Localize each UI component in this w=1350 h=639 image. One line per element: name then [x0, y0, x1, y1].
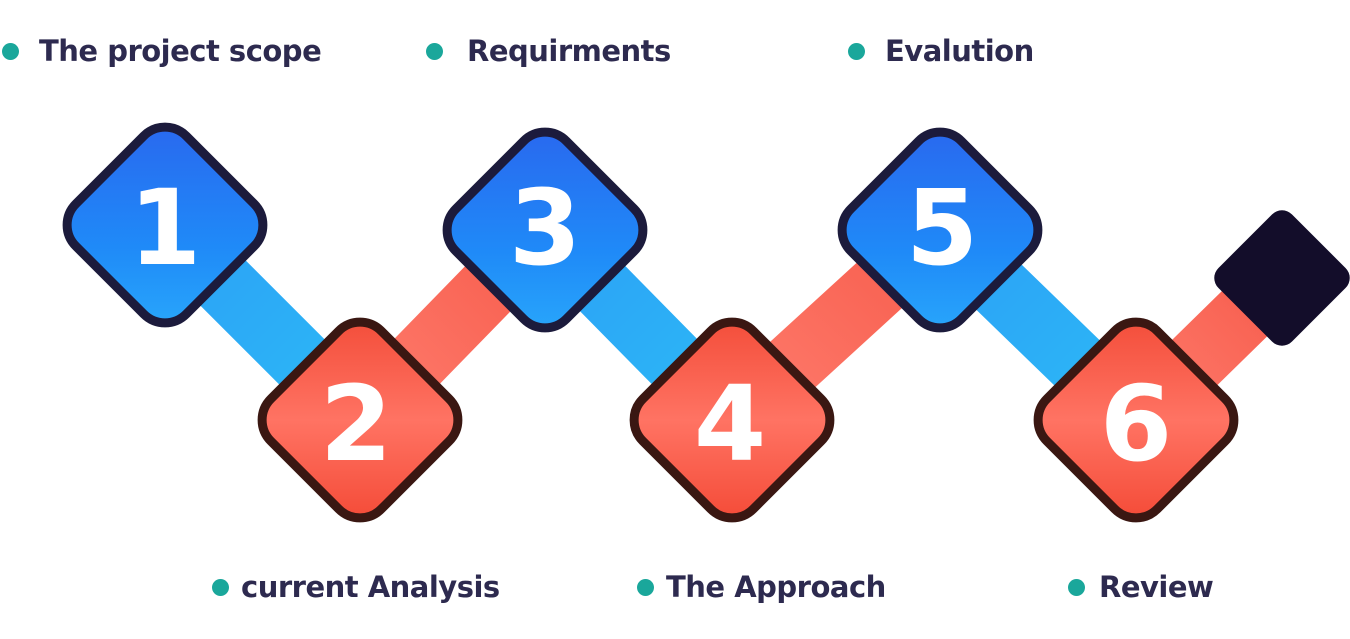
step-label-text: The project scope [39, 34, 322, 68]
step-number-4: 4 [694, 363, 766, 485]
step-node-4 [629, 317, 835, 523]
step-node-5 [837, 127, 1043, 333]
step-label-4: The Approach [637, 570, 886, 604]
step-number-2: 2 [320, 363, 392, 485]
bullet-dot-icon [1068, 578, 1085, 596]
step-number-5: 5 [906, 167, 978, 289]
step-label-text: The Approach [666, 570, 886, 604]
step-node-2 [257, 317, 463, 523]
bullet-dot-icon [426, 42, 443, 60]
step-label-2: current Analysis [212, 570, 500, 604]
step-label-5: Evalution [848, 34, 1034, 68]
step-label-6: Review [1068, 570, 1214, 604]
step-label-1: The project scope [2, 34, 322, 68]
step-node-3 [442, 127, 648, 333]
end-cap-square-icon [1214, 210, 1350, 346]
bullet-dot-icon [212, 578, 229, 596]
bullet-dot-icon [637, 578, 654, 596]
step-number-6: 6 [1100, 363, 1172, 485]
step-label-3: Requirments [426, 34, 671, 68]
bullet-dot-icon [2, 42, 19, 60]
step-number-1: 1 [129, 167, 201, 289]
bullet-dot-icon [848, 42, 865, 60]
step-label-text: Review [1099, 570, 1214, 604]
step-label-text: Evalution [885, 34, 1034, 68]
step-node-1 [62, 122, 268, 328]
step-label-text: Requirments [467, 34, 671, 68]
step-number-3: 3 [509, 167, 581, 289]
step-node-6 [1033, 317, 1239, 523]
step-label-text: current Analysis [241, 570, 500, 604]
